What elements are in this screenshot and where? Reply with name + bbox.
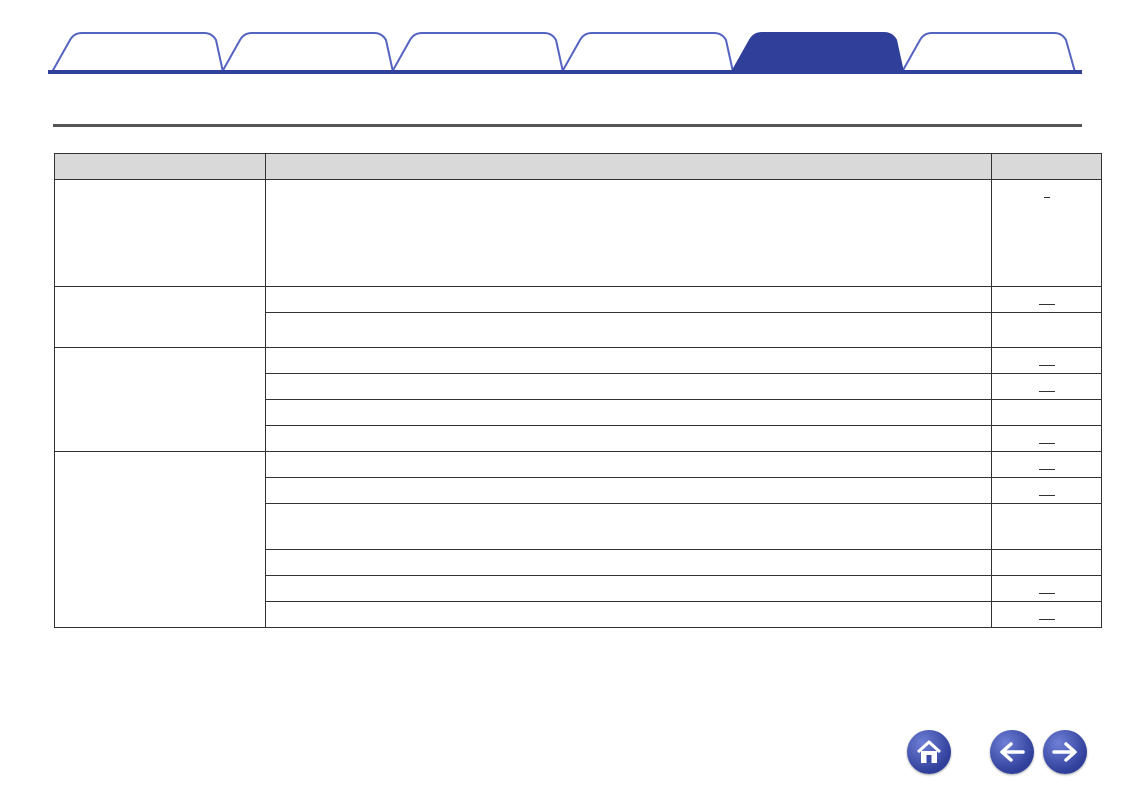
group-label [54, 347, 266, 452]
row-text [265, 503, 992, 550]
row-text [265, 601, 992, 628]
table-row [55, 503, 1102, 550]
page-link-marker [1038, 593, 1055, 595]
page-link-marker [1038, 619, 1055, 621]
page-link-marker [1038, 304, 1055, 306]
page-ref[interactable] [991, 601, 1102, 628]
page-link-marker [1038, 469, 1055, 471]
row-text [265, 347, 992, 374]
page-link-marker [1043, 197, 1050, 199]
tab-6-shape [901, 32, 1076, 73]
tab-1-label [70, 44, 210, 64]
table-row [55, 575, 1102, 602]
page-link-marker [1038, 391, 1055, 393]
tab-2-label [240, 44, 380, 64]
tab-5-label [750, 44, 890, 64]
table-row [55, 312, 1102, 348]
page-ref[interactable] [991, 347, 1102, 374]
home-button[interactable] [907, 730, 951, 774]
row-text [265, 477, 992, 504]
header-cause-solution [265, 153, 992, 180]
row-text [265, 312, 992, 348]
tab-1-shape [51, 32, 224, 73]
row-text [265, 286, 992, 313]
arrow-left-icon [1000, 742, 1025, 762]
table-row [54, 451, 1102, 628]
page-ref [991, 549, 1102, 576]
table-row [54, 286, 1102, 348]
table-header-row [54, 153, 1102, 180]
row-text [265, 399, 992, 426]
page-ref [991, 399, 1102, 426]
page-link-marker [1038, 443, 1055, 445]
row-text [265, 451, 992, 478]
tab-bar-graphic [48, 32, 1082, 74]
table-row [55, 373, 1102, 400]
tab-3-label [410, 44, 550, 64]
page-ref[interactable] [991, 575, 1102, 602]
title-rule [53, 124, 1082, 127]
tab-5-shape [730, 32, 905, 73]
page-ref[interactable] [991, 373, 1102, 400]
table-row [55, 425, 1102, 452]
row-text [265, 549, 992, 576]
tab-4-shape [561, 32, 734, 73]
header-page [991, 153, 1102, 180]
table-row [55, 477, 1102, 504]
tab-2-shape [221, 32, 394, 73]
group-label [54, 286, 266, 348]
row-text [265, 425, 992, 452]
table-row [55, 601, 1102, 628]
page-ref[interactable] [991, 286, 1102, 313]
tab-6-label [920, 44, 1060, 64]
table-row [54, 179, 1102, 287]
page-link-marker [1038, 365, 1055, 367]
row-text [265, 179, 992, 287]
troubleshooting-table [54, 153, 1102, 628]
tab-baseline [48, 70, 1082, 74]
table-row [54, 347, 1102, 452]
back-button[interactable] [990, 730, 1034, 774]
table-row [55, 399, 1102, 426]
header-symptom [54, 153, 266, 180]
arrow-right-icon [1052, 742, 1077, 762]
page-ref[interactable] [991, 477, 1102, 504]
forward-button[interactable] [1043, 730, 1087, 774]
tab-bar [0, 0, 1135, 80]
row-text [265, 373, 992, 400]
tab-4-label [580, 44, 720, 64]
page-ref [991, 503, 1102, 550]
group-label [54, 451, 266, 628]
tab-3-shape [391, 32, 564, 73]
home-icon [916, 740, 942, 763]
page-ref[interactable] [991, 451, 1102, 478]
page-link-marker [1038, 495, 1055, 497]
page-ref[interactable] [991, 425, 1102, 452]
group-label [54, 179, 266, 287]
page-ref [991, 312, 1102, 348]
page-ref[interactable] [991, 179, 1102, 287]
row-text [265, 575, 992, 602]
